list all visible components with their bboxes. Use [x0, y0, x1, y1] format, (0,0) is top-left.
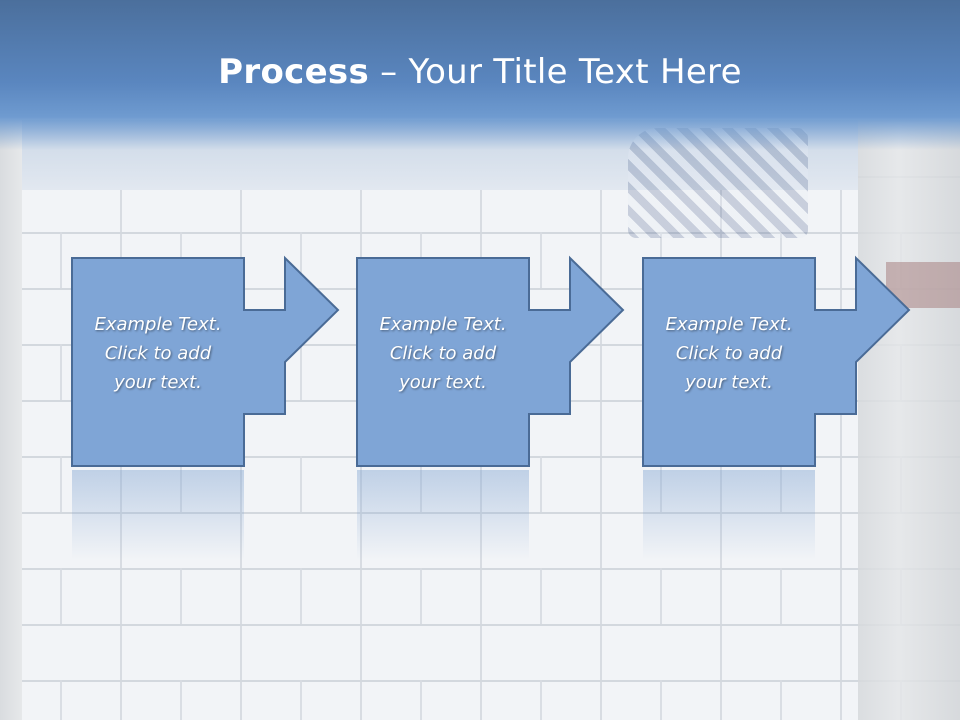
- step-1-line-1: Example Text.: [94, 314, 222, 335]
- arrow-box-shape: [71, 255, 340, 467]
- step-3-line-3: your text.: [685, 372, 773, 393]
- step-3-line-1: Example Text.: [665, 314, 793, 335]
- title-bold: Process: [218, 52, 370, 92]
- step-1-line-3: your text.: [114, 372, 202, 393]
- step-2-reflection: [357, 470, 529, 560]
- step-1-reflection: [72, 470, 244, 560]
- process-step-3[interactable]: Example Text. Click to add your text.: [642, 255, 960, 468]
- process-step-2[interactable]: Example Text. Click to add your text.: [356, 255, 697, 468]
- arrow-box-shape: [356, 255, 625, 467]
- concrete-wall-right: [858, 120, 960, 720]
- step-1-text[interactable]: Example Text. Click to add your text.: [72, 310, 244, 397]
- step-2-line-1: Example Text.: [379, 314, 507, 335]
- step-2-text[interactable]: Example Text. Click to add your text.: [357, 310, 529, 397]
- wall-left-edge: [0, 120, 22, 720]
- title-banner: [0, 0, 960, 150]
- process-step-1[interactable]: Example Text. Click to add your text.: [71, 255, 412, 468]
- step-3-text[interactable]: Example Text. Click to add your text.: [643, 310, 815, 397]
- step-3-reflection: [643, 470, 815, 560]
- arrow-box-shape: [642, 255, 911, 467]
- step-2-line-3: your text.: [399, 372, 487, 393]
- title-rest: – Your Title Text Here: [369, 52, 742, 92]
- slide-title[interactable]: Process – Your Title Text Here: [0, 52, 960, 92]
- step-3-line-2: Click to add: [675, 343, 783, 364]
- step-2-line-2: Click to add: [389, 343, 497, 364]
- step-1-line-2: Click to add: [104, 343, 212, 364]
